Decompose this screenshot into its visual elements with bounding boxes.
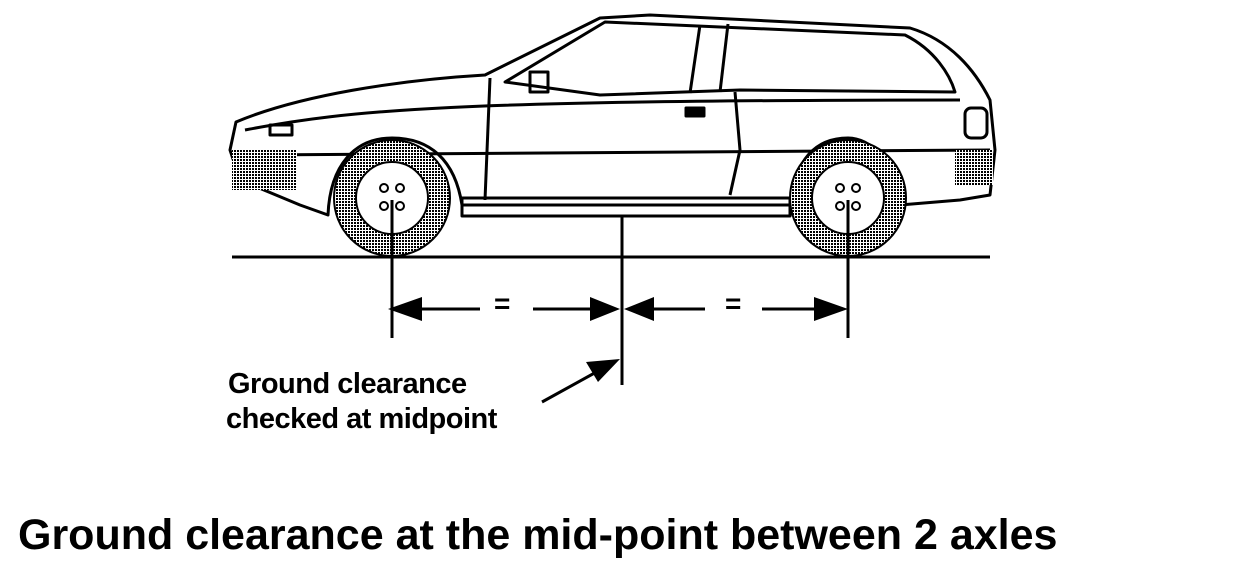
diagram-caption: Ground clearance at the mid-point betwee… <box>18 511 1058 559</box>
front-wheel <box>333 139 451 257</box>
annotation-line-2: checked at midpoint <box>226 403 497 435</box>
equal-mark-right: = <box>725 288 742 319</box>
dimension-lines <box>390 200 850 385</box>
rear-wheel <box>789 139 907 257</box>
arrowheads <box>388 297 848 404</box>
annotation-line-1: Ground clearance <box>228 368 467 400</box>
equal-mark-left: = <box>494 288 511 319</box>
